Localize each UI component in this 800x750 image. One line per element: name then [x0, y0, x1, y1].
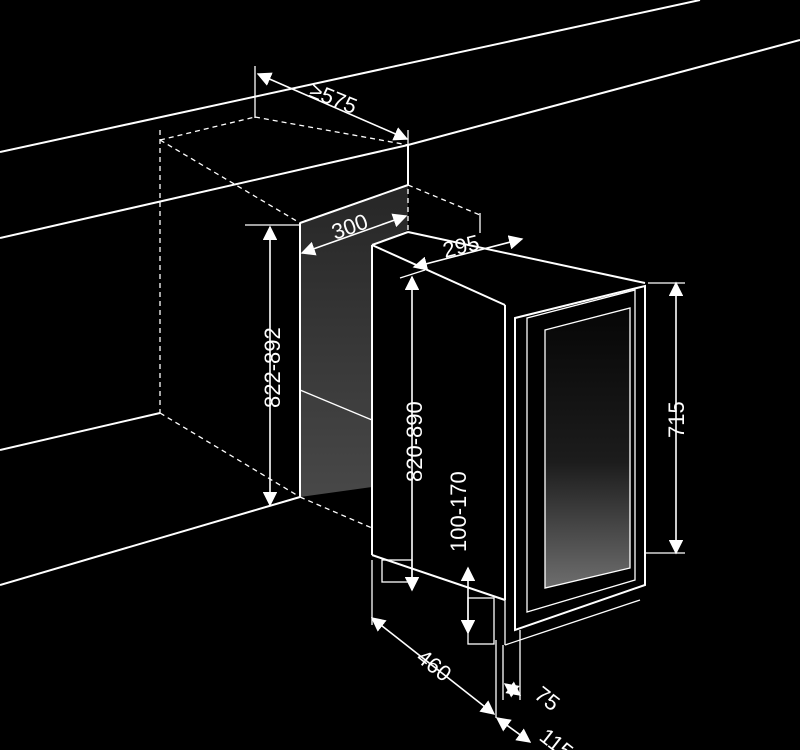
foot-depth-label: 115 [535, 723, 578, 750]
door-height-label: 715 [664, 401, 689, 438]
appliance-depth-label: 460 [412, 644, 456, 686]
door-setback-label: 75 [530, 681, 565, 716]
counter-outline [0, 0, 800, 586]
appliance-height-label: 820-890 [402, 401, 427, 482]
dimension-lines [245, 66, 685, 743]
niche-height-label: 822-892 [260, 327, 285, 408]
min-depth-label: ≥575 [306, 77, 361, 118]
plinth-height-label: 100-170 [446, 471, 471, 552]
